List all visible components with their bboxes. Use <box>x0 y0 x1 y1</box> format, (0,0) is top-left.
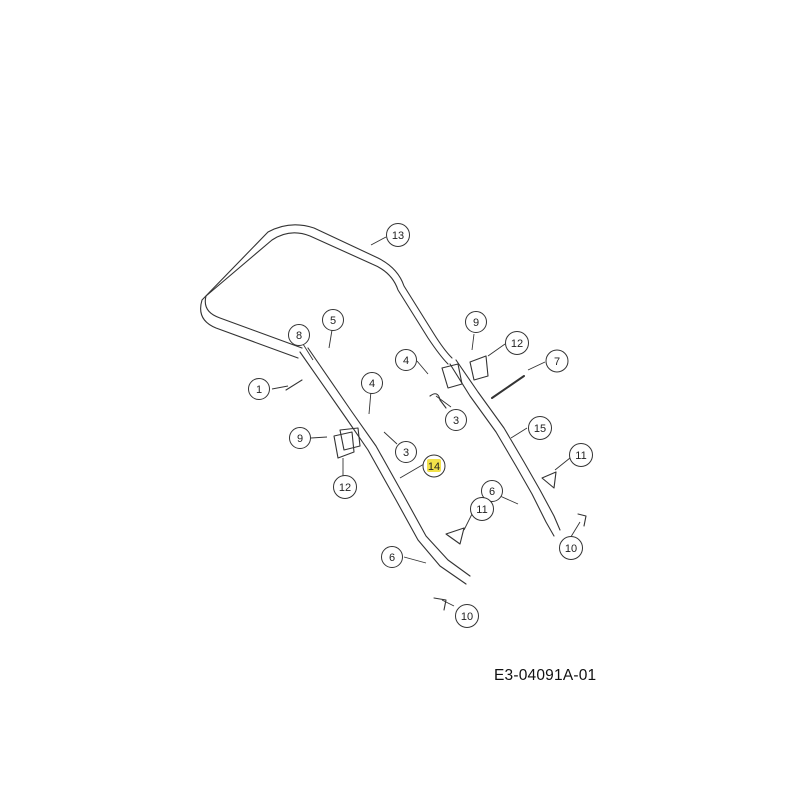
callout-15: 15 <box>528 416 552 440</box>
callout-3-right: 3 <box>445 409 467 431</box>
svg-text:7: 7 <box>554 356 560 368</box>
svg-text:11: 11 <box>575 450 586 462</box>
callout-1: 1 <box>248 378 270 400</box>
callout-11-right: 11 <box>569 443 593 467</box>
svg-text:8: 8 <box>296 330 302 342</box>
upper-handle-bar <box>204 232 449 365</box>
svg-text:12: 12 <box>511 338 523 350</box>
callout-7: 7 <box>545 349 569 373</box>
svg-text:14: 14 <box>428 461 440 473</box>
knob-left <box>333 431 355 459</box>
svg-text:6: 6 <box>489 486 495 498</box>
callout-10-left: 10 <box>455 604 479 628</box>
svg-text:13: 13 <box>392 230 404 242</box>
svg-text:3: 3 <box>453 415 459 427</box>
drawing-code: E3-04091A-01 <box>494 667 597 684</box>
callout-13: 13 <box>386 223 410 247</box>
svg-text:4: 4 <box>369 378 375 390</box>
right-lower-tube-edge <box>455 359 561 531</box>
wing-nut-right <box>541 471 557 489</box>
svg-text:9: 9 <box>473 317 479 329</box>
callout-4-right: 4 <box>395 349 417 371</box>
bracket-right <box>441 363 463 389</box>
highlight-mark <box>427 459 441 472</box>
callout-5: 5 <box>322 309 344 331</box>
callout-8: 8 <box>288 324 310 346</box>
clip-left <box>433 597 447 611</box>
callout-12-left: 12 <box>333 475 357 499</box>
callout-10-right: 10 <box>559 536 583 560</box>
callout-4-left: 4 <box>361 372 383 394</box>
clip-right <box>577 513 587 527</box>
svg-text:5: 5 <box>330 315 336 327</box>
callout-14: 14 <box>422 454 446 478</box>
svg-text:4: 4 <box>403 355 409 367</box>
svg-text:3: 3 <box>403 447 409 459</box>
svg-text:6: 6 <box>389 552 395 564</box>
callout-11-left: 11 <box>470 497 494 521</box>
svg-text:9: 9 <box>297 433 303 445</box>
svg-text:12: 12 <box>339 482 351 494</box>
left-lower-tube-edge <box>307 347 471 577</box>
svg-text:10: 10 <box>565 543 577 555</box>
callout-6-right: 6 <box>481 480 503 502</box>
callout-3-left: 3 <box>395 441 417 463</box>
callout-12-right: 12 <box>505 331 529 355</box>
bolt-left-1 <box>285 379 303 391</box>
rod <box>491 375 525 399</box>
svg-text:15: 15 <box>534 423 546 435</box>
left-lower-tube <box>299 351 467 585</box>
upper-handle-bar-inner <box>200 224 453 359</box>
callout-9-left: 9 <box>289 427 311 449</box>
bracket-left <box>339 427 361 451</box>
svg-text:10: 10 <box>461 611 473 623</box>
wing-nut-left <box>445 527 465 545</box>
callout-6-left: 6 <box>381 546 403 568</box>
svg-text:11: 11 <box>476 504 487 516</box>
hook-part-3 <box>429 393 447 409</box>
knob-right <box>469 355 489 381</box>
svg-text:1: 1 <box>256 384 262 396</box>
callout-9-right: 9 <box>465 311 487 333</box>
right-lower-tube <box>449 363 555 537</box>
